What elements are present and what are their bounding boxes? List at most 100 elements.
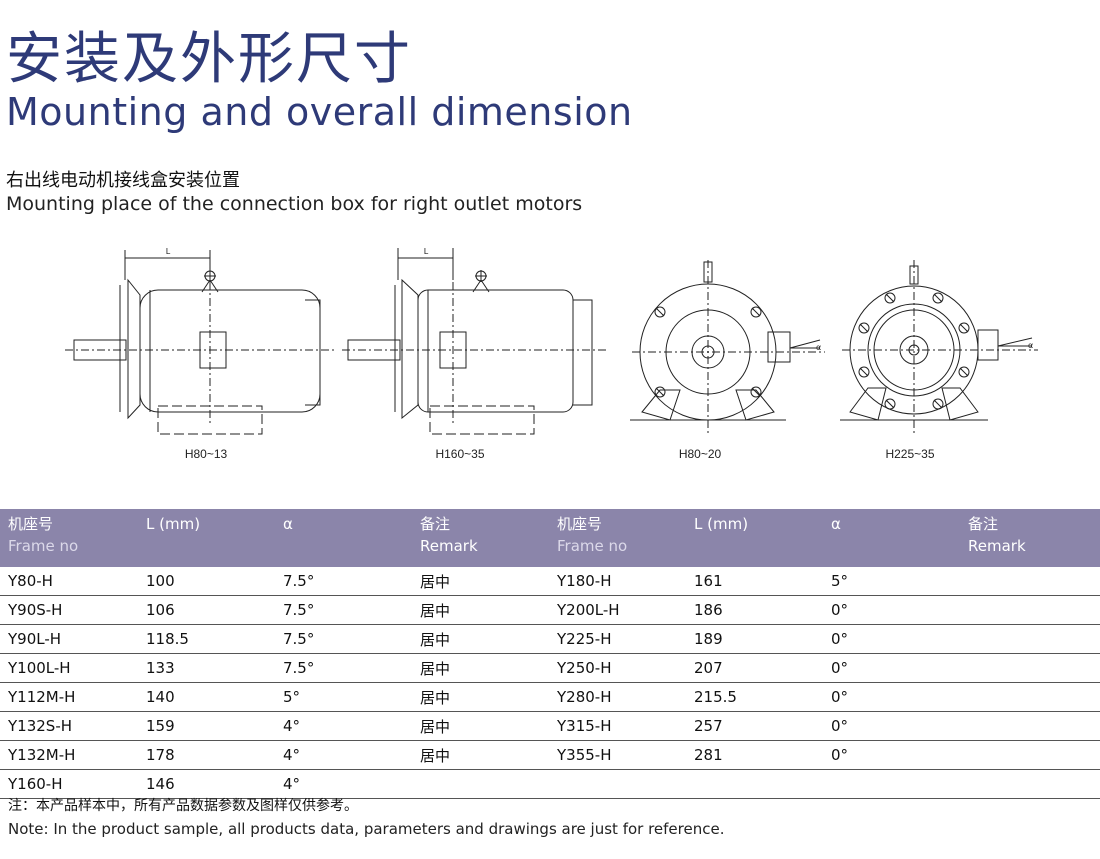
alpha-cell: 4° [275,740,412,770]
frame-cell: Y355-H [549,740,686,770]
header-remark-en: Remark [968,537,1026,555]
alpha-cell: 5° [823,567,960,596]
alpha-cell: 0° [823,595,960,625]
frame-cell: Y100L-H [0,653,138,683]
frame-cell: Y80-H [0,567,138,596]
length-cell: 257 [686,711,823,741]
dim-label-l: L [166,247,171,256]
figure-caption: H80~13 [184,447,228,461]
length-cell: 189 [686,624,823,654]
alpha-cell: 5° [275,682,412,712]
length-cell: 140 [138,682,275,712]
motor-side-view-small: L H80~13 [60,240,340,461]
length-cell: 207 [686,653,823,683]
length-cell: 215.5 [686,682,823,712]
angle-label-alpha: α [1028,341,1033,350]
alpha-cell: 0° [823,740,960,770]
remark-cell [960,711,1100,741]
header-frame-en: Frame no [8,537,79,555]
remark-cell: 居中 [412,567,549,596]
frame-cell: Y112M-H [0,682,138,712]
header-remark: 备注 Remark [412,509,549,567]
length-cell: 159 [138,711,275,741]
frame-cell: Y180-H [549,567,686,596]
header-frame: 机座号 Frame no [0,509,138,567]
alpha-cell: 7.5° [275,653,412,683]
length-cell: 146 [138,769,275,799]
frame-cell [549,769,686,799]
frame-cell: Y200L-H [549,595,686,625]
frame-cell: Y90S-H [0,595,138,625]
page-title-en: Mounting and overall dimension [6,90,633,134]
remark-cell: 居中 [412,595,549,625]
length-cell: 178 [138,740,275,770]
remark-cell [412,769,549,799]
alpha-cell: 7.5° [275,624,412,654]
dim-label-l: L [424,247,429,256]
frame-cell: Y225-H [549,624,686,654]
spec-table: 机座号 Frame no L (mm) α 备注 Remark 机座号 Fram… [0,509,1100,799]
remark-cell [960,595,1100,625]
remark-cell [960,769,1100,799]
section-subtitle-en: Mounting place of the connection box for… [6,193,583,215]
alpha-cell [823,769,960,799]
remark-cell: 居中 [412,682,549,712]
length-cell [686,769,823,799]
header-frame-en: Frame no [557,537,628,555]
motor-end-view-small: α H80~20 [630,240,830,461]
header-remark: 备注 Remark [960,509,1100,567]
remark-cell [960,624,1100,654]
header-length: L (mm) [686,509,823,567]
remark-cell: 居中 [412,711,549,741]
length-cell: 186 [686,595,823,625]
angle-label-alpha: α [816,343,821,352]
frame-cell: Y132M-H [0,740,138,770]
alpha-cell: 7.5° [275,567,412,596]
frame-cell: Y160-H [0,769,138,799]
header-frame-zh: 机座号 [557,515,603,533]
figure-caption: H225~35 [885,447,935,461]
header-frame-zh: 机座号 [8,515,54,533]
remark-cell: 居中 [412,624,549,654]
header-alpha: α [823,509,960,567]
header-length: L (mm) [138,509,275,567]
alpha-cell: 0° [823,653,960,683]
frame-cell: Y250-H [549,653,686,683]
header-alpha: α [275,509,412,567]
table-header-row: 机座号 Frame no L (mm) α 备注 Remark 机座号 Fram… [0,509,1100,567]
remark-cell [960,653,1100,683]
length-cell: 161 [686,567,823,596]
length-cell: 106 [138,595,275,625]
alpha-cell: 0° [823,682,960,712]
remark-cell [960,740,1100,770]
frame-cell: Y132S-H [0,711,138,741]
figure-caption: H160~35 [435,447,485,461]
remark-cell: 居中 [412,653,549,683]
length-cell: 100 [138,567,275,596]
length-cell: 133 [138,653,275,683]
header-remark-zh: 备注 [968,515,999,533]
section-subtitle-zh: 右出线电动机接线盒安装位置 [6,170,240,191]
length-cell: 118.5 [138,624,275,654]
alpha-cell: 0° [823,624,960,654]
page-title-zh: 安装及外形尺寸 [6,27,412,92]
motor-end-view-large: α H225~35 [840,240,1040,461]
frame-cell: Y315-H [549,711,686,741]
alpha-cell: 0° [823,711,960,741]
header-frame: 机座号 Frame no [549,509,686,567]
alpha-cell: 4° [275,769,412,799]
remark-cell [960,567,1100,596]
header-remark-en: Remark [420,537,478,555]
frame-cell: Y280-H [549,682,686,712]
remark-cell [960,682,1100,712]
footnote-en: Note: In the product sample, all product… [8,820,725,838]
remark-cell: 居中 [412,740,549,770]
